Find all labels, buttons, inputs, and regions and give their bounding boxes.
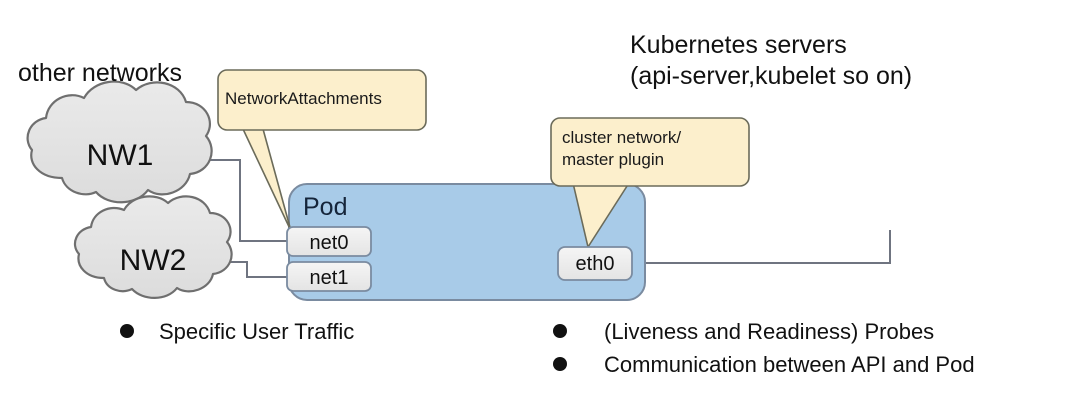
chip-net0 [286,226,372,257]
cluster-network-callout-label-line1: cluster network/ [562,128,682,147]
connector-nw1-net0 [205,159,300,242]
chip-net1 [286,261,372,292]
connector-eth0-k8s [630,230,891,264]
bullet-marker-right-0 [553,324,567,338]
bullet-marker-right-1 [553,357,567,371]
cloud-label-nw1: NW1 [86,139,154,172]
bullet-markers [120,324,567,371]
cluster-network-callout-label-line2: master plugin [562,150,665,169]
bullet-label-left-0: Specific User Traffic [159,319,355,344]
other-networks-title: other networks [18,59,182,87]
cloud-label-nw2: NW2 [119,244,187,277]
pod-label: Pod [303,193,348,221]
interface-label-eth0: eth0 [575,253,615,275]
kubernetes-servers-title-line2: (api-server,kubelet so on) [630,62,913,90]
interface-label-net1: net1 [309,267,349,289]
kubernetes-servers-title-line1: Kubernetes servers [630,31,847,59]
cloud-nw2 [74,195,233,299]
bullet-label-right-0: (Liveness and Readiness) Probes [604,319,935,344]
interface-label-net0: net0 [309,232,349,254]
bullet-label-right-1: Communication between API and Pod [604,352,975,377]
chip-eth0 [557,246,633,281]
networkattachments-callout-label: NetworkAttachments [225,89,382,108]
interface-chips [286,226,633,292]
networkattachments-callout-box [217,69,427,131]
cluster-network-callout-box [550,117,750,187]
bullet-marker-left-0 [120,324,134,338]
networkattachments-callout-tail [242,128,292,232]
